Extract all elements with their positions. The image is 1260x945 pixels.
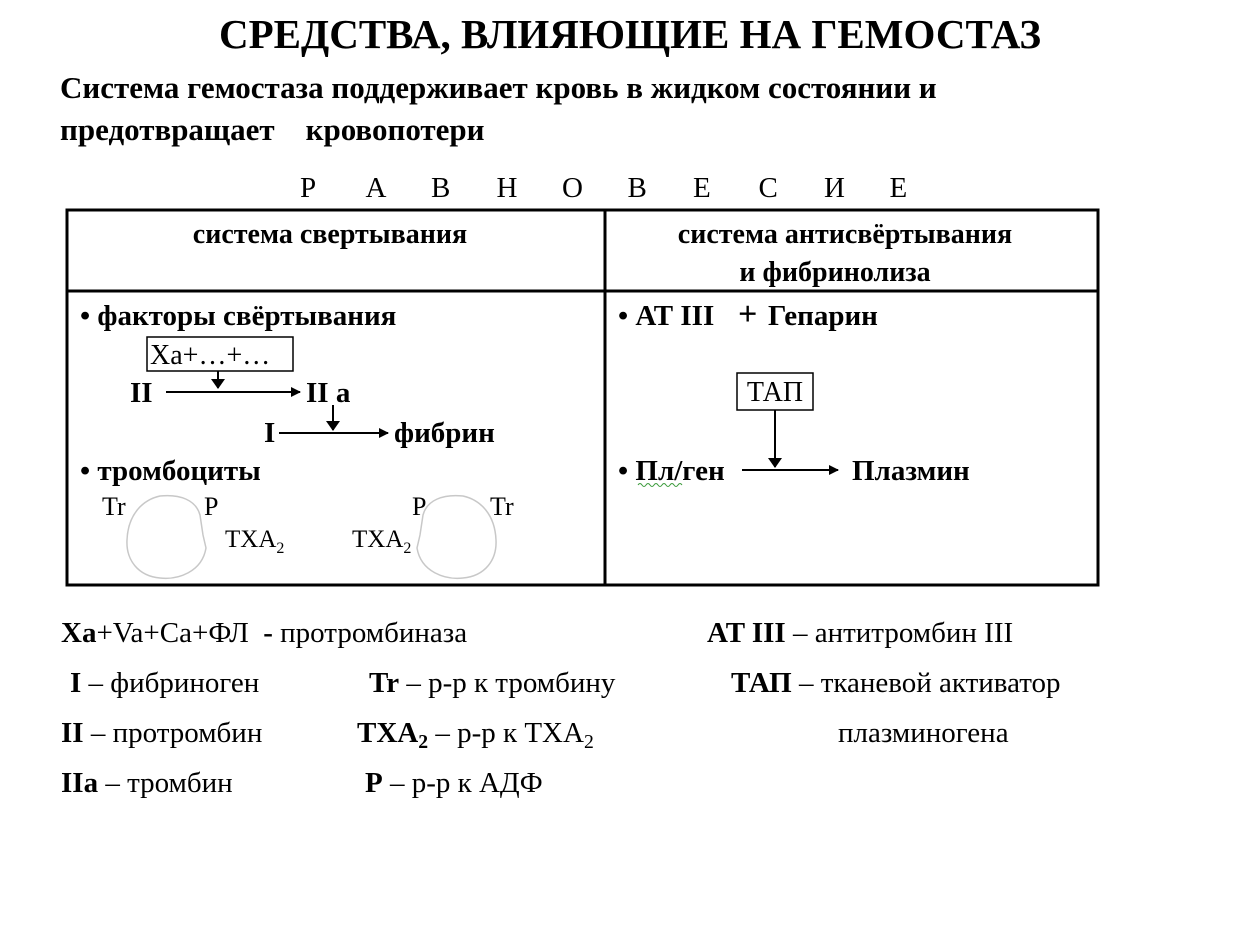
table-frame <box>65 208 1100 587</box>
left-header: система свертывания <box>193 219 467 250</box>
page-title: СРЕДСТВА, ВЛИЯЮЩИЕ НА ГЕМОСТАЗ <box>219 11 1041 57</box>
subtitle-line-1: Система гемостаза поддерживает кровь в ж… <box>60 70 937 105</box>
legend-i: I – фибриноген <box>70 667 260 699</box>
factor-ii-label: II <box>130 377 153 409</box>
legend-at-iii: AT III – антитромбин III <box>707 617 1014 649</box>
platelet-right-txa: TXA2 <box>352 526 411 557</box>
plasmin-label: Плазмин <box>852 455 970 487</box>
xa-box <box>146 336 294 372</box>
platelet-right-tr: Tr <box>490 492 514 521</box>
platelet-right-p: P <box>412 492 426 521</box>
platelet-left-txa: TXA2 <box>225 526 284 557</box>
equilibrium-letter: Е <box>693 172 711 204</box>
platelet-left-outline <box>126 494 207 580</box>
at-iii-label: • АТ III <box>618 300 714 332</box>
right-header-line-1: система антисвёртывания <box>678 219 1012 250</box>
equilibrium-letter: В <box>627 172 647 204</box>
legend-plasminogen: плазминогена <box>838 717 1009 749</box>
platelet-left-tr: Tr <box>102 492 126 521</box>
equilibrium-letter: И <box>824 172 845 204</box>
legend-tr: Tr – р-р к тромбину <box>369 667 616 699</box>
equilibrium-letter: Е <box>889 172 908 204</box>
equilibrium-letter: О <box>562 172 583 204</box>
equilibrium-letter: Р <box>300 172 317 204</box>
factor-i-label: I <box>264 417 275 449</box>
platelet-left-p: P <box>204 492 218 521</box>
equilibrium-letter: Н <box>496 172 518 204</box>
right-header-line-2: и фибринолиза <box>739 257 930 288</box>
legend-tap: ТАП – тканевой активатор <box>731 667 1061 699</box>
legend-iia: IIa – тромбин <box>61 767 233 799</box>
platelet-right-outline <box>416 494 497 580</box>
legend-ii: II – протромбин <box>61 717 263 749</box>
legend-p: P – р-р к АДФ <box>365 767 543 799</box>
spellcheck-underline <box>637 483 683 487</box>
legend-txa: TXA2 – р-р к TXA2 <box>357 717 594 753</box>
fibrin-label: фибрин <box>394 417 495 449</box>
xa-box-label: Xa+…+… <box>150 340 270 371</box>
plgen-label: • Пл/ген <box>618 455 725 487</box>
subtitle-line-2: предотвращает кровопотери <box>60 112 485 147</box>
platelets-label: • тромбоциты <box>80 455 261 487</box>
plus-sign: + <box>738 296 757 333</box>
factor-iia-label: II а <box>306 377 351 409</box>
equilibrium-letter: С <box>758 172 778 204</box>
heparin-label: Гепарин <box>768 300 878 332</box>
legend-xa: Xa+Va+Ca+ФЛ - протромбиназа <box>61 617 468 649</box>
tap-box-label: ТАП <box>747 377 803 408</box>
equilibrium-letter: В <box>431 172 451 204</box>
coag-factors-label: • факторы свёртывания <box>80 300 396 332</box>
equilibrium-letter: А <box>365 172 387 204</box>
